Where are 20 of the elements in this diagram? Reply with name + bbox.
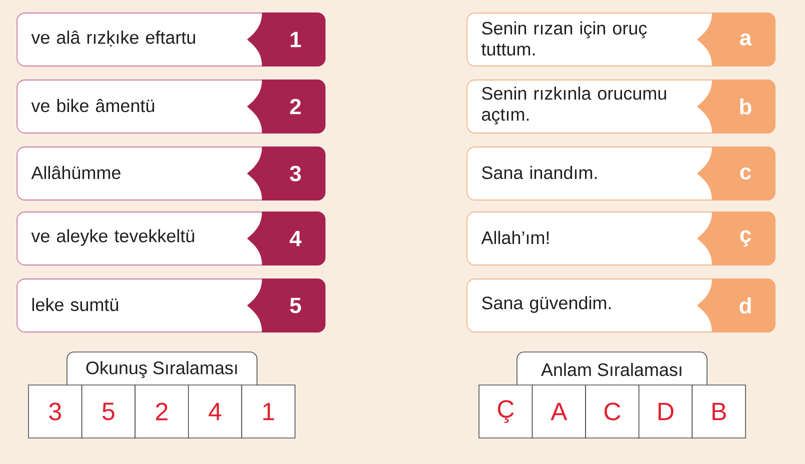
number-tab: 1 <box>247 12 326 66</box>
answer-cell: 4 <box>188 384 242 438</box>
number-tab: 5 <box>247 278 326 332</box>
answer-cell: C <box>585 384 640 438</box>
number-tab: 3 <box>247 146 326 200</box>
number-tab: d <box>697 278 776 332</box>
answer-cell: D <box>638 384 693 438</box>
answer-cell: Ç <box>478 384 533 438</box>
answer-cell: A <box>532 384 586 438</box>
number-tab: b <box>697 80 776 134</box>
answer-cell: 5 <box>81 384 136 438</box>
number-tab: 4 <box>247 212 326 266</box>
number-tab: ç <box>697 212 776 266</box>
answer-cell: B <box>692 384 746 438</box>
number-tab: c <box>697 146 776 200</box>
answer-cell: 2 <box>134 384 189 438</box>
answer-cell: 1 <box>241 384 296 438</box>
number-tab: 2 <box>247 80 326 134</box>
number-tab: a <box>697 12 776 66</box>
answer-cell: 3 <box>28 384 82 438</box>
